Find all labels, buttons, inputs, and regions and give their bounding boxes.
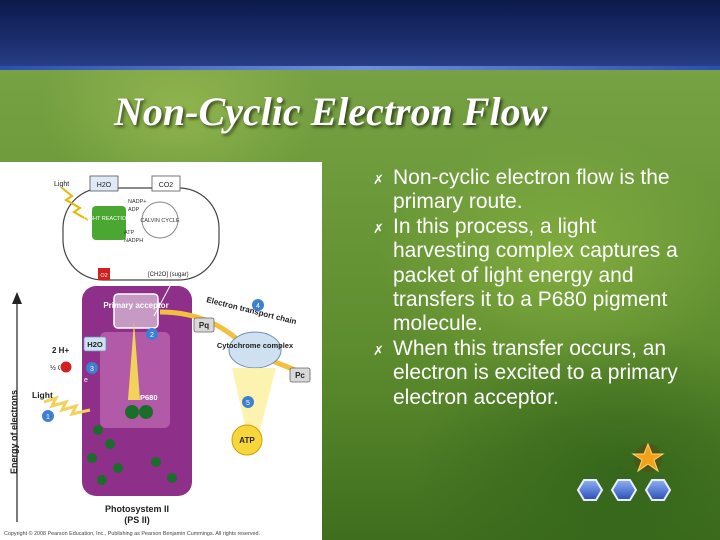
step-2: 2 xyxy=(150,332,154,339)
bullet-item: ✗ Non-cyclic electron flow is the primar… xyxy=(373,166,686,215)
inset-sugar-label: [CH2O] (sugar) xyxy=(148,272,189,278)
photosystem-ii-abbr: (PS II) xyxy=(124,515,150,525)
x-mark-icon: ✗ xyxy=(373,342,384,358)
p680-pigment-left xyxy=(125,405,139,419)
inset-o2-label: O2 xyxy=(100,273,107,279)
bullet-item: ✗ In this process, a light harvesting co… xyxy=(373,214,686,337)
hexagon-icon xyxy=(610,479,638,501)
cytochrome-complex-shape xyxy=(228,331,282,369)
step-4: 4 xyxy=(256,303,260,310)
star-icon xyxy=(631,442,665,473)
step-5: 5 xyxy=(246,400,250,407)
star-hexagons-logo xyxy=(576,442,672,501)
inset-overview: H2O CO2 Light LIGHT REACTIONS CALVIN CYC… xyxy=(54,175,220,281)
inset-atp-label: ATP xyxy=(124,230,135,236)
inset-light-label: Light xyxy=(54,181,69,188)
p680-label: P680 xyxy=(140,393,158,402)
light-label: Light xyxy=(32,390,53,400)
pq-label: Pq xyxy=(199,321,209,330)
two-h-label: 2 H+ xyxy=(52,346,69,355)
bullet-item: ✗ When this transfer occurs, an electron… xyxy=(373,336,686,410)
h2o-box xyxy=(83,336,107,352)
inset-h2o-label: H2O xyxy=(97,182,112,189)
inset-calvin-cycle-circle xyxy=(141,201,179,239)
x-mark-icon: ✗ xyxy=(373,220,384,236)
pc-box xyxy=(289,367,311,383)
bullet-text: Non-cyclic electron flow is the primary … xyxy=(393,166,670,214)
inset-calvin-cycle-label: CALVIN CYCLE xyxy=(140,218,180,224)
primary-acceptor-box xyxy=(113,293,159,329)
energy-axis-label: Energy of electrons xyxy=(9,390,19,474)
inset-co2-label: CO2 xyxy=(159,182,174,189)
pc-label: Pc xyxy=(295,371,305,380)
x-mark-icon: ✗ xyxy=(373,172,384,187)
photosystem-ii-label: Photosystem II xyxy=(105,504,169,514)
step-markers: 1 2 3 4 5 xyxy=(42,299,264,422)
light-ray-icon xyxy=(43,395,91,417)
inset-light-reactions-box xyxy=(92,206,126,240)
inset-o2-box xyxy=(98,268,110,280)
half-o2-label: ½ O2 xyxy=(50,364,67,372)
bullet-text: In this process, a light harvesting comp… xyxy=(393,214,678,336)
hexagon-icon xyxy=(644,479,672,501)
energy-axis-arrowhead-icon xyxy=(12,292,22,304)
top-band xyxy=(0,0,720,68)
excitation-arrow-icon xyxy=(128,322,140,400)
step-3: 3 xyxy=(90,366,94,373)
atp-energy-cone xyxy=(232,368,276,438)
inset-light-reactions-label: LIGHT REACTIONS xyxy=(84,216,134,222)
bullet-list: ✗ Non-cyclic electron flow is the primar… xyxy=(373,166,686,410)
hexagon-icon xyxy=(576,479,604,501)
slide-title: Non-Cyclic Electron Flow xyxy=(114,89,548,134)
pq-box xyxy=(193,317,215,333)
h2o-label: H2O xyxy=(87,340,103,349)
inset-nadph-label: NADPH xyxy=(124,238,143,244)
electron-label: e xyxy=(84,377,88,384)
electron-transport-chain-label: Electron transport chain xyxy=(206,295,298,326)
atp-starburst-icon xyxy=(231,424,263,456)
photosystem-diagram: H2O CO2 Light LIGHT REACTIONS CALVIN CYC… xyxy=(0,162,322,540)
step-1: 1 xyxy=(46,414,50,421)
oxygen-atom-icon xyxy=(59,360,73,374)
inset-nadp-label: NADP+ xyxy=(128,199,147,205)
atp-label: ATP xyxy=(239,436,255,445)
antenna-pigments xyxy=(87,425,177,485)
p680-pigment-right xyxy=(139,405,153,419)
inset-adp-label: ADP xyxy=(128,207,140,213)
copyright-notice: Copyright © 2008 Pearson Education, Inc.… xyxy=(4,530,260,537)
diagram-svg: H2O CO2 Light LIGHT REACTIONS CALVIN CYC… xyxy=(4,175,311,537)
bullet-text: When this transfer occurs, an electron i… xyxy=(393,336,678,409)
inset-light-ray-icon xyxy=(61,187,89,221)
top-accent-line xyxy=(0,66,720,70)
primary-acceptor-label: Primary acceptor xyxy=(103,301,168,310)
cytochrome-complex-label: Cytochrome complex xyxy=(217,341,294,350)
step-2-connector xyxy=(153,285,171,317)
